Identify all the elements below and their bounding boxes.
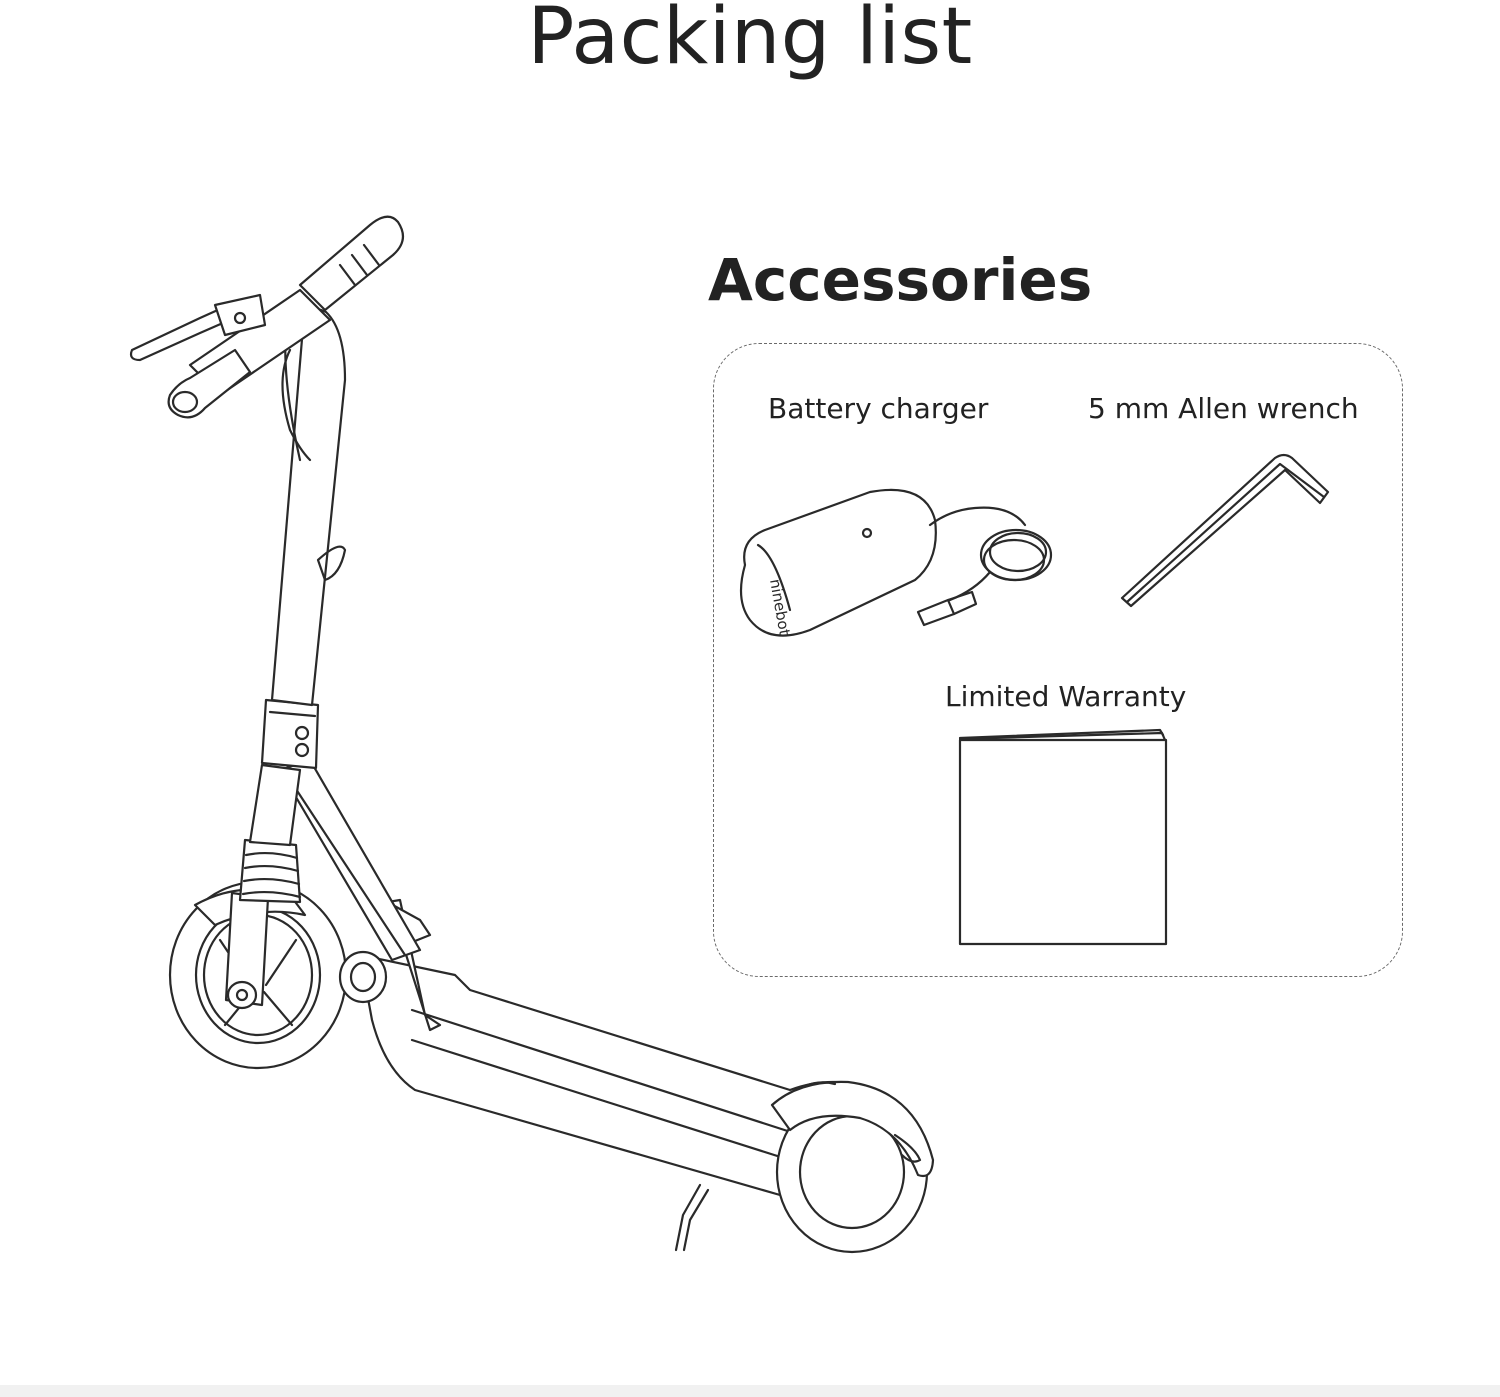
limited-warranty-label: Limited Warranty (945, 680, 1187, 713)
page-title: Packing list (527, 0, 973, 82)
accessories-heading: Accessories (708, 246, 1093, 314)
bottom-strip (0, 1385, 1500, 1397)
battery-charger-label: Battery charger (768, 392, 989, 425)
accessories-box (713, 343, 1403, 977)
front-wheel (168, 880, 348, 1070)
allen-wrench-label: 5 mm Allen wrench (1088, 392, 1359, 425)
rear-wheel (775, 1090, 929, 1254)
